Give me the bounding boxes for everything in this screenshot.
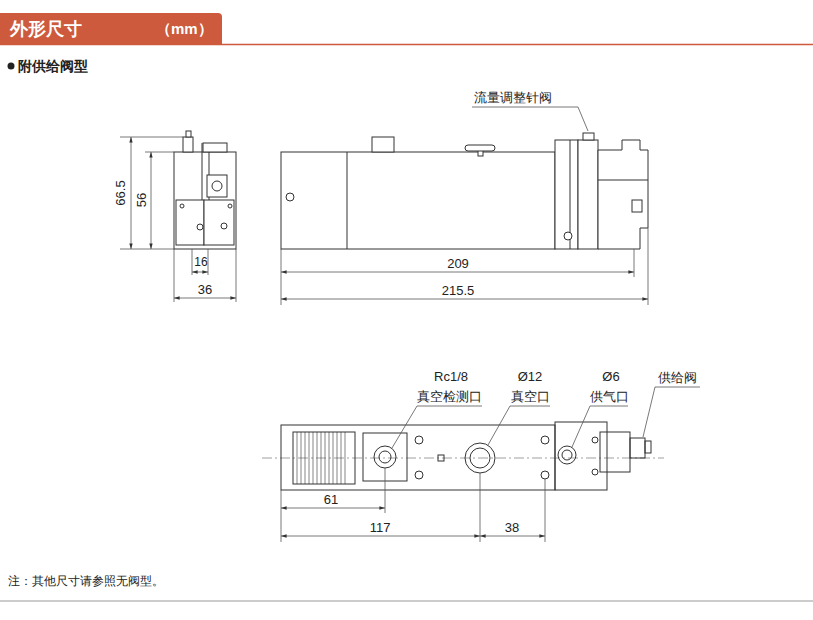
side-view bbox=[174, 131, 236, 249]
bullet bbox=[8, 63, 15, 70]
unit-label: （mm） bbox=[156, 20, 213, 37]
note: 注：其他尺寸请参照无阀型。 bbox=[8, 575, 164, 589]
front-dimensions bbox=[281, 107, 648, 305]
dimension-value: 56 bbox=[135, 193, 150, 207]
dimension-value: 209 bbox=[447, 257, 469, 272]
callout-label: 供给阀 bbox=[658, 371, 697, 386]
bottom-dimensions bbox=[281, 387, 700, 542]
dimension-value: 66.5 bbox=[114, 180, 129, 205]
callout-label: Ø6 bbox=[602, 370, 619, 385]
callout-label: Ø12 bbox=[518, 370, 543, 385]
callout-label: 真空检测口 bbox=[417, 390, 482, 405]
dimension-value: 61 bbox=[324, 493, 338, 508]
subtitle: 附供给阀型 bbox=[18, 58, 88, 74]
dimension-value: 16 bbox=[194, 256, 207, 270]
callout-label: Rc1/8 bbox=[434, 370, 468, 385]
side-dimensions bbox=[120, 137, 236, 302]
dimension-value: 117 bbox=[370, 521, 391, 536]
callout-label: 流量调整针阀 bbox=[474, 91, 552, 106]
header-bar bbox=[0, 13, 222, 44]
dimension-value: 36 bbox=[198, 283, 212, 298]
dimension-value: 215.5 bbox=[442, 284, 475, 299]
bottom-view bbox=[281, 422, 651, 490]
section-title: 外形尺寸 bbox=[10, 19, 82, 40]
front-view bbox=[281, 133, 648, 249]
callout-label: 供气口 bbox=[590, 390, 629, 405]
callout-label: 真空口 bbox=[511, 390, 550, 405]
dimension-value: 38 bbox=[505, 521, 519, 536]
